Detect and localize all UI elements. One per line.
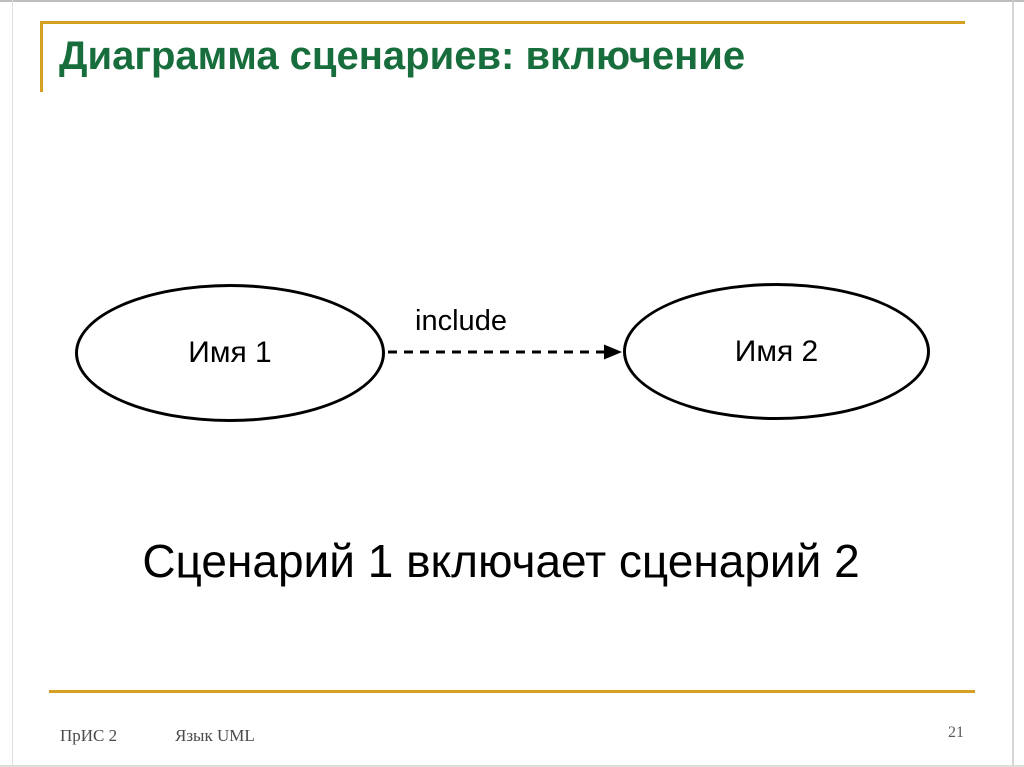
footer-course: ПрИС 2	[60, 726, 118, 745]
usecase-node-1: Имя 1	[75, 284, 385, 422]
slide-title: Диаграмма сценариев: включение	[59, 34, 746, 78]
page-number: 21	[948, 724, 964, 741]
slide-right-edge	[1012, 0, 1014, 767]
footer-accent-line	[49, 690, 975, 693]
usecase-node-1-label: Имя 1	[188, 336, 272, 369]
slide-left-edge	[12, 0, 13, 767]
include-dashed-arrow	[388, 344, 622, 360]
include-stereotype-label: include	[415, 305, 507, 337]
caption-text: Сценарий 1 включает сценарий 2	[142, 535, 860, 587]
footer-topic: Язык UML	[175, 726, 255, 745]
usecase-node-2-label: Имя 2	[734, 334, 819, 368]
usecase-node-2: Имя 2	[623, 283, 930, 420]
title-accent-line-vertical	[40, 21, 43, 92]
slide-top-edge	[0, 0, 1024, 2]
title-accent-line-horizontal	[40, 21, 965, 24]
slide-bottom-edge	[0, 765, 1024, 767]
